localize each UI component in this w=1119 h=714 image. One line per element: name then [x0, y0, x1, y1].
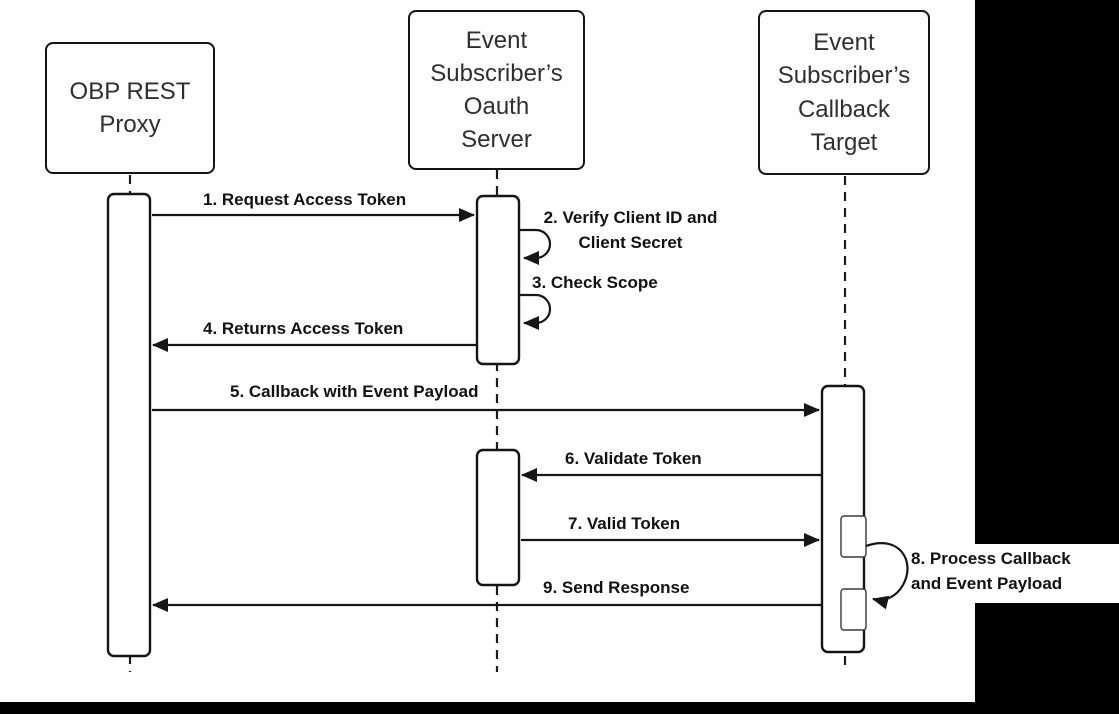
- activation-bars: [106, 192, 867, 658]
- message-4-label: 4. Returns Access Token: [203, 319, 404, 338]
- actor-callback-target-label: Event Subscriber’s Callback Target: [777, 29, 911, 156]
- message-arrows: [152, 208, 909, 612]
- arrow-2-verify-client-self-loop: [520, 228, 552, 265]
- activation-oauth-server-2: [475, 448, 521, 587]
- letterbox-bottom: [0, 702, 1119, 714]
- letterbox-right-bottom: [975, 603, 1119, 714]
- letterbox-right-top: [975, 0, 1119, 544]
- sub-activation-callback-1: [840, 515, 867, 558]
- message-1-label: 1. Request Access Token: [203, 190, 407, 209]
- activation-obp-rest-proxy: [106, 192, 152, 658]
- message-8-label: 8. Process Callback and Event Payload: [911, 549, 1071, 593]
- actor-callback-target: Event Subscriber’s Callback Target: [758, 10, 930, 175]
- actor-oauth-server-label: Event Subscriber’s Oauth Server: [430, 26, 563, 154]
- message-2-label: 2. Verify Client ID and Client Secret: [543, 208, 718, 252]
- message-6-label: 6. Validate Token: [565, 449, 702, 468]
- message-9-label: 9. Send Response: [543, 578, 690, 597]
- message-7-label: 7. Valid Token: [568, 514, 681, 533]
- actor-obp-rest-proxy-label: OBP REST Proxy: [69, 77, 191, 138]
- arrow-8-process-callback-self-loop: [865, 542, 909, 610]
- arrow-3-check-scope-self-loop: [520, 293, 552, 330]
- activation-oauth-server-1: [475, 194, 521, 366]
- message-5-label: 5. Callback with Event Payload: [230, 382, 479, 401]
- actor-oauth-server: Event Subscriber’s Oauth Server: [408, 10, 585, 170]
- message-3-label: 3. Check Scope: [532, 273, 658, 292]
- actor-obp-rest-proxy: OBP REST Proxy: [45, 42, 215, 174]
- sub-activation-callback-2: [840, 588, 867, 631]
